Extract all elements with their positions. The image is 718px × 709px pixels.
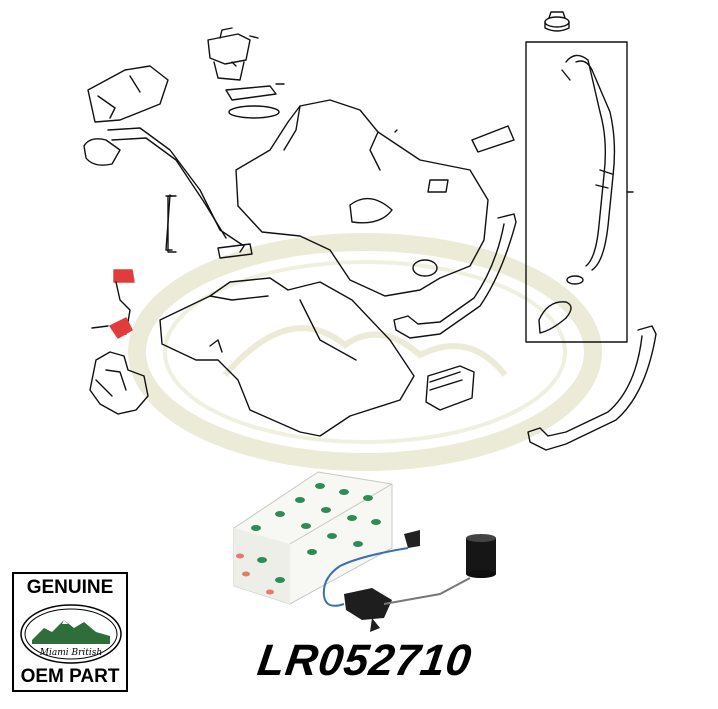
miami-british-logo: Miami British [20, 604, 122, 664]
badge-bottom-text: OEM PART [20, 666, 120, 687]
fuel-pump-part [89, 351, 149, 415]
filler-neck-part [538, 54, 616, 334]
filler-cap-part [544, 11, 570, 32]
badge-top-text: GENUINE [26, 577, 114, 598]
watermark-logo [128, 233, 602, 471]
badge-logo-text: Miami British [39, 648, 102, 658]
long-tank-strap-part [527, 325, 657, 451]
highlighted-bracket [91, 269, 135, 339]
heat-shield-part [87, 65, 169, 123]
fuel-level-sender [322, 530, 496, 632]
packaging-box [233, 471, 393, 605]
fuel-tank-upper [235, 99, 489, 297]
pump-flange-part [207, 27, 285, 119]
part-number: LR052710 [254, 636, 475, 685]
tank-strap-part [393, 213, 517, 339]
tank-lower-shield [159, 277, 415, 437]
mounting-clip-part [471, 125, 515, 153]
control-module-part [425, 365, 475, 411]
callout-line [167, 195, 177, 253]
genuine-oem-badge: GENUINE Miami British OEM PART [12, 572, 128, 692]
